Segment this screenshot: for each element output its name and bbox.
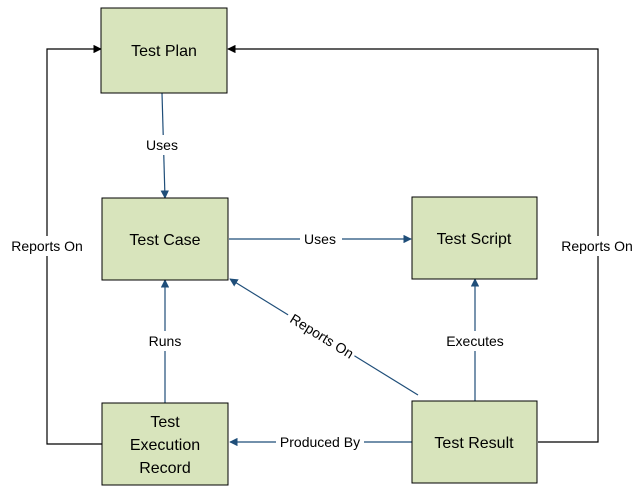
node-test-result-label: Test Result <box>434 435 514 452</box>
node-test-execution-record[interactable]: Test Execution Record <box>101 402 229 486</box>
edge-label-result-executes-script: Executes <box>446 333 504 349</box>
node-test-execution-record-line-2: Execution <box>130 437 200 454</box>
node-test-case[interactable]: Test Case <box>101 197 229 281</box>
edge-label-record-runs-case: Runs <box>149 333 182 349</box>
edge-label-result-reports-case: Reports On <box>287 310 356 361</box>
node-test-script[interactable]: Test Script <box>411 196 538 280</box>
node-test-case-label: Test Case <box>129 232 200 249</box>
node-test-plan[interactable]: Test Plan <box>100 7 228 94</box>
node-test-result[interactable]: Test Result <box>411 400 538 484</box>
node-test-script-label: Test Script <box>437 231 512 248</box>
edge-label-result-produced-record: Produced By <box>280 434 360 450</box>
edge-label-plan-uses-case: Uses <box>146 137 178 153</box>
edge-label-record-reports-plan: Reports On <box>11 238 83 254</box>
node-test-plan-label: Test Plan <box>131 43 197 60</box>
edge-label-case-uses-script: Uses <box>304 231 336 247</box>
edge-label-result-reports-plan: Reports On <box>561 238 633 254</box>
node-test-execution-record-line-1: Test <box>150 414 180 431</box>
node-test-execution-record-line-3: Record <box>139 460 191 477</box>
